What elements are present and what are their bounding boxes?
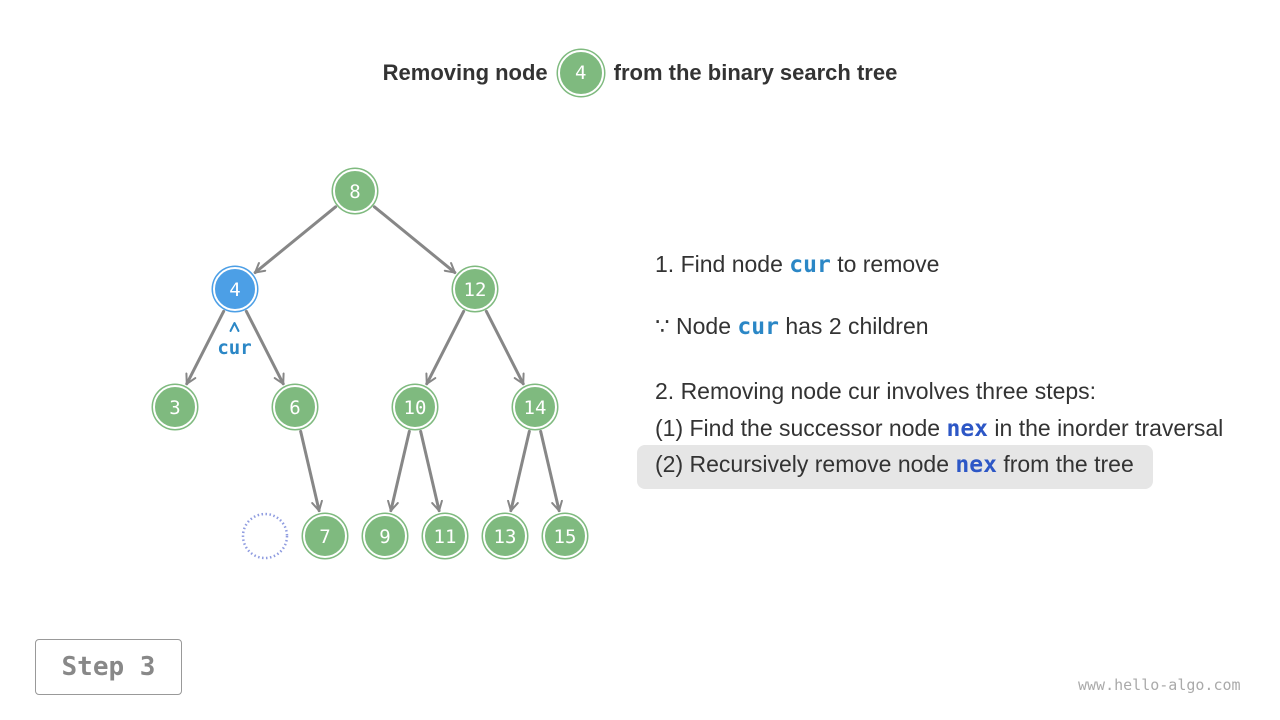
tree-node-7: 7 <box>301 512 349 560</box>
title-suffix: from the binary search tree <box>613 60 898 85</box>
tree-node-label: 4 <box>229 279 240 301</box>
tree-nodes: 8 4 12 3 6 10 14 7 9 11 13 15 <box>151 167 589 560</box>
tree-node-label: 11 <box>434 526 457 548</box>
explain-because-code: cur <box>737 314 779 340</box>
tree-node-4: 4 <box>211 265 259 313</box>
tree-node-circle <box>453 267 497 311</box>
edge-n8-n12 <box>372 205 457 275</box>
watermark: www.hello-algo.com <box>1078 676 1241 694</box>
tree-node-label: 14 <box>524 397 547 419</box>
tree-node-label: 9 <box>379 526 390 548</box>
title-prefix: Removing node <box>382 60 548 85</box>
edge-n12-n14 <box>484 309 525 386</box>
explain-substep2-prefix: (2) Recursively remove node <box>655 451 950 477</box>
tree-node-14: 14 <box>511 383 559 431</box>
tree-node-circle <box>153 385 197 429</box>
explain-substep1: (1) Find the successor node nex in the i… <box>655 415 1223 442</box>
explain-step1-suffix: to remove <box>837 251 940 277</box>
tree-node-circle <box>423 514 467 558</box>
tree-node-circle <box>363 514 407 558</box>
tree-node-circle <box>393 385 437 429</box>
edge-n8-n4 <box>253 205 338 275</box>
tree-node-circle <box>273 385 317 429</box>
tree-node-9: 9 <box>361 512 409 560</box>
tree-node-3: 3 <box>151 383 199 431</box>
cur-pointer-arrow-icon <box>229 322 240 332</box>
tree-node-10: 10 <box>391 383 439 431</box>
tree-node-label: 7 <box>319 526 330 548</box>
tree-node-label: 6 <box>289 397 300 419</box>
tree-node-circle <box>483 514 527 558</box>
edge-n6-n7 <box>299 429 323 513</box>
explain-substep2: (2) Recursively remove node nex from the… <box>655 451 1134 478</box>
explain-step2: 2. Removing node cur involves three step… <box>655 378 1097 404</box>
tree-node-circle <box>543 514 587 558</box>
edge-n14-n13 <box>507 429 531 513</box>
explain-substep2-code: nex <box>955 452 997 478</box>
tree-node-11: 11 <box>421 512 469 560</box>
empty-slot-placeholder <box>241 512 289 560</box>
tree-node-12: 12 <box>451 265 499 313</box>
tree-node-15: 15 <box>541 512 589 560</box>
tree-node-circle <box>213 267 257 311</box>
explain-substep1-code: nex <box>946 416 989 442</box>
cur-pointer: cur <box>217 322 252 359</box>
tree-node-label: 3 <box>169 397 180 419</box>
binary-search-tree: 8 4 12 3 6 10 14 7 9 11 13 15 cur <box>151 167 589 560</box>
tree-node-8: 8 <box>331 167 379 215</box>
title-node-badge: 4 <box>557 50 604 96</box>
edge-n14-n15 <box>539 429 563 513</box>
explain-substep2-suffix: from the tree <box>1003 451 1134 477</box>
tree-node-label: 10 <box>404 397 427 419</box>
explain-substep1-suffix: in the inorder traversal <box>994 415 1224 441</box>
tree-node-label: 12 <box>464 279 487 301</box>
tree-node-13: 13 <box>481 512 529 560</box>
explain-substep1-prefix: (1) Find the successor node <box>655 415 941 441</box>
explain-because-suffix: has 2 children <box>785 313 929 339</box>
tree-node-circle <box>333 169 377 213</box>
step-indicator: Step 3 <box>35 639 182 695</box>
tree-node-6: 6 <box>271 383 319 431</box>
edge-n4-n3 <box>185 309 226 386</box>
tree-node-circle <box>303 514 347 558</box>
edge-n12-n10 <box>425 309 466 386</box>
tree-edges <box>185 205 563 513</box>
edge-n4-n6 <box>244 309 285 386</box>
tree-node-label: 8 <box>349 181 360 203</box>
current-step-highlight <box>637 445 1153 489</box>
edge-n10-n9 <box>387 429 411 513</box>
diagram-title: Removing node 4 from the binary search t… <box>0 50 1280 96</box>
tree-node-label: 15 <box>554 526 577 548</box>
explain-because: ∵ Node cur has 2 children <box>655 313 929 340</box>
cur-pointer-label: cur <box>217 337 251 359</box>
explain-step1: 1. Find node cur to remove <box>655 251 939 278</box>
explain-because-prefix: ∵ Node <box>655 313 732 339</box>
explain-step1-code: cur <box>789 252 831 278</box>
tree-node-label: 13 <box>494 526 517 548</box>
tree-node-circle <box>513 385 557 429</box>
explain-step1-prefix: 1. Find node <box>655 251 783 277</box>
edge-n10-n11 <box>419 429 443 513</box>
